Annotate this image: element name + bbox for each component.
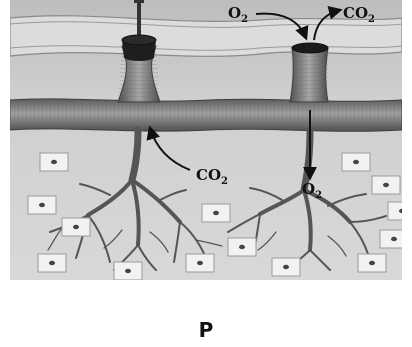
body-cell-icon — [342, 153, 370, 171]
figure-caption: P — [0, 318, 412, 342]
body-cell-icon — [28, 196, 56, 214]
body-cell-icon — [372, 176, 400, 194]
body-cell-icon — [228, 238, 256, 256]
body-cell-icon — [272, 258, 300, 276]
body-cell-icon — [380, 230, 402, 248]
body-cell-icon — [62, 218, 90, 236]
body-cell-icon — [38, 254, 66, 272]
body-cell-icon — [358, 254, 386, 272]
body-cell-icon — [202, 204, 230, 222]
tracheal-system-diagram: O2 CO2 CO2 O2 — [10, 0, 402, 280]
body-cell-icon — [40, 153, 68, 171]
body-cell-icon — [114, 262, 142, 280]
body-cell-icon — [388, 202, 402, 220]
right-spiracle-opening — [292, 43, 328, 53]
body-cell-icon — [186, 254, 214, 272]
